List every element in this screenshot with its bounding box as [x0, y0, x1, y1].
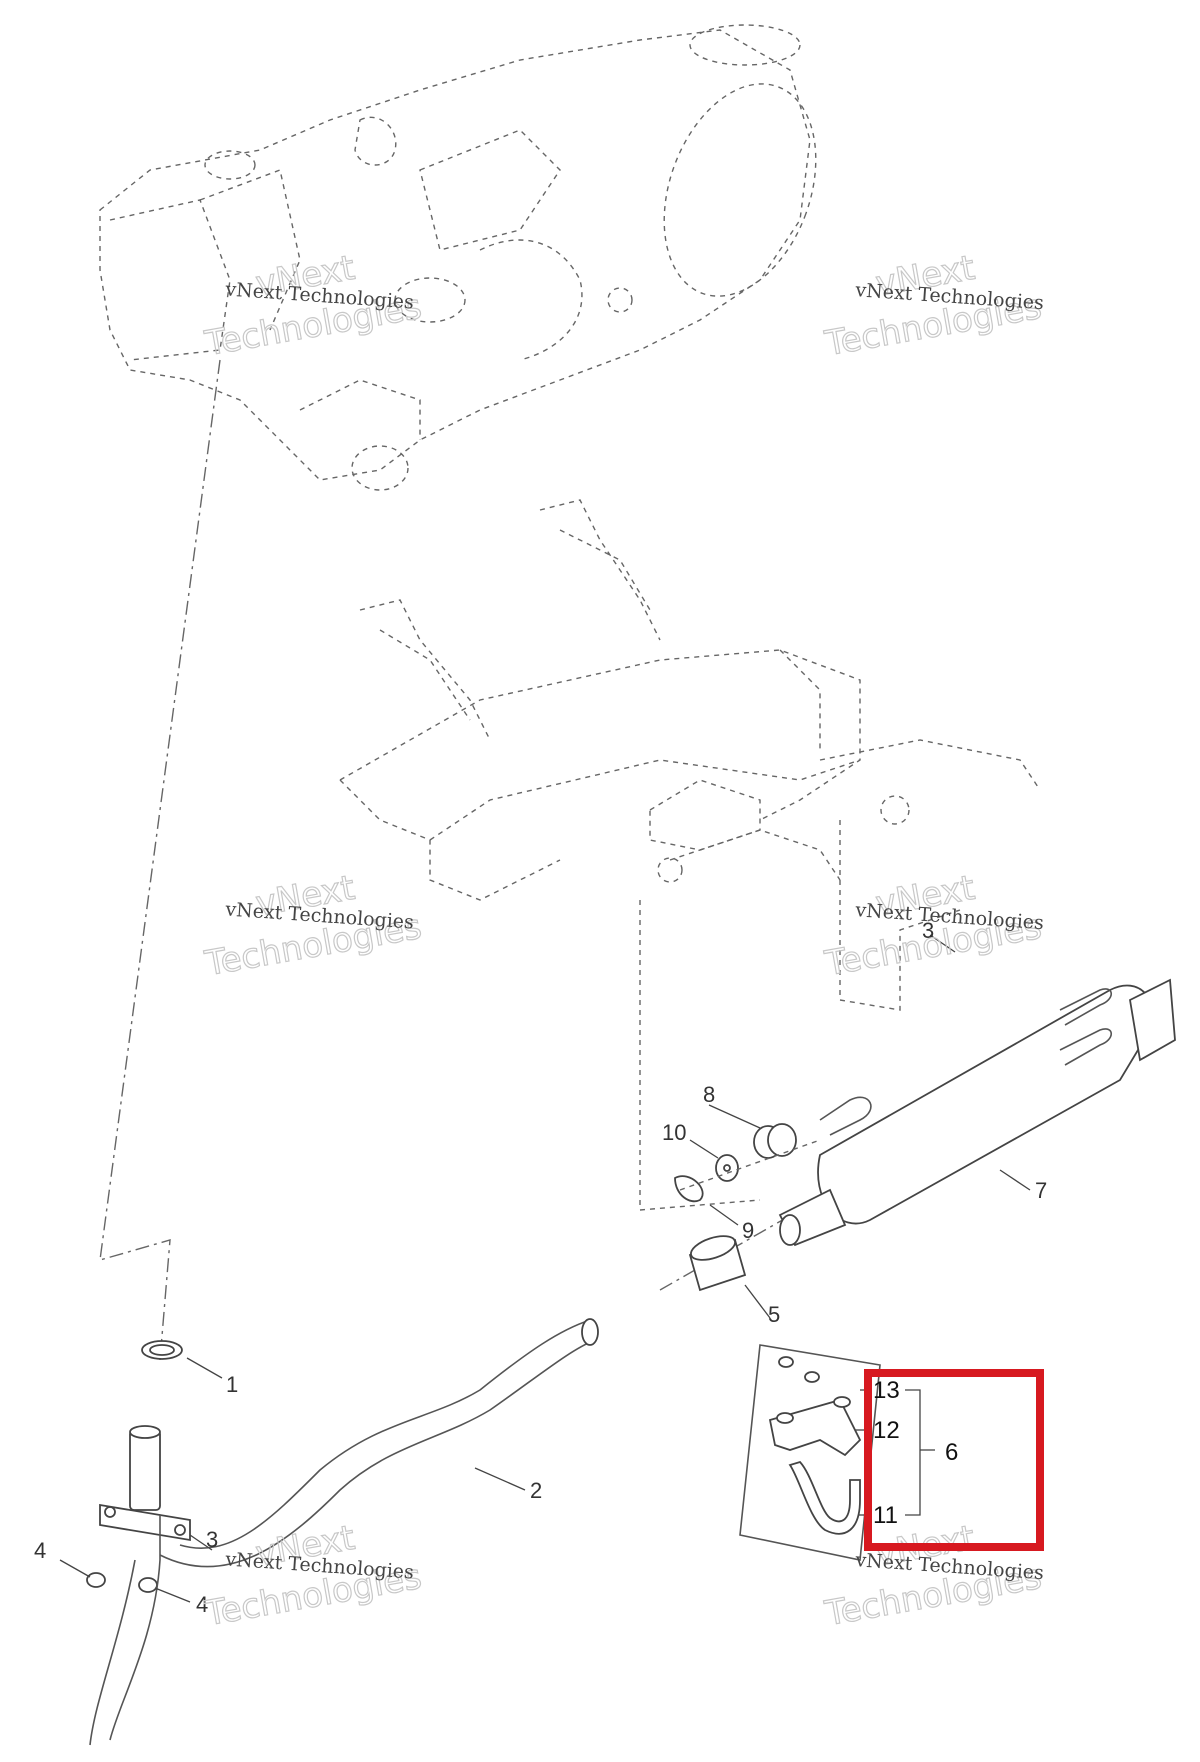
part-sleeve	[688, 1235, 747, 1292]
callout-4-left: 4	[34, 1538, 46, 1563]
callout-6: 6	[945, 1439, 958, 1466]
watermark-top-right: vNext Technologies vNext Technologies	[821, 247, 1045, 365]
part-washer	[715, 1154, 739, 1182]
callout-1: 1	[226, 1372, 238, 1397]
callout-8: 8	[703, 1082, 715, 1107]
part-clip	[674, 1175, 704, 1203]
callout-3-frame: 3	[922, 918, 934, 943]
callout-5: 5	[768, 1302, 780, 1327]
watermark-top-left: vNext Technologies vNext Technologies	[201, 247, 425, 365]
callout-2: 2	[530, 1478, 542, 1503]
engine-outline	[99, 24, 817, 491]
callout-leaders	[59, 934, 1031, 1603]
centerline	[99, 359, 221, 1361]
part-header-pipe	[89, 1318, 599, 1746]
callout-12: 12	[873, 1417, 900, 1444]
part-nuts	[86, 1572, 158, 1593]
part-rubber-grommet	[753, 1123, 797, 1159]
part-clamp-kit	[739, 1344, 881, 1561]
callout-4-right: 4	[196, 1592, 208, 1617]
callout-11: 11	[873, 1502, 898, 1529]
frame-outline	[339, 499, 1041, 1211]
watermark-middle-left: vNext Technologies vNext Technologies	[201, 867, 425, 985]
watermark-bottom-left: vNext Technologies vNext Technologies	[201, 1517, 425, 1635]
part-flange	[99, 1425, 191, 1542]
callout-3-flange: 3	[206, 1527, 218, 1552]
callout-10: 10	[662, 1120, 686, 1145]
part-muffler	[778, 978, 1176, 1247]
watermark-middle-right: vNext Technologies vNext Technologies	[821, 867, 1045, 985]
callout-9: 9	[742, 1218, 754, 1243]
highlight-box	[864, 1369, 1044, 1551]
callout-7: 7	[1035, 1178, 1047, 1203]
callout-13: 13	[873, 1377, 900, 1404]
part-gasket	[141, 1340, 183, 1360]
